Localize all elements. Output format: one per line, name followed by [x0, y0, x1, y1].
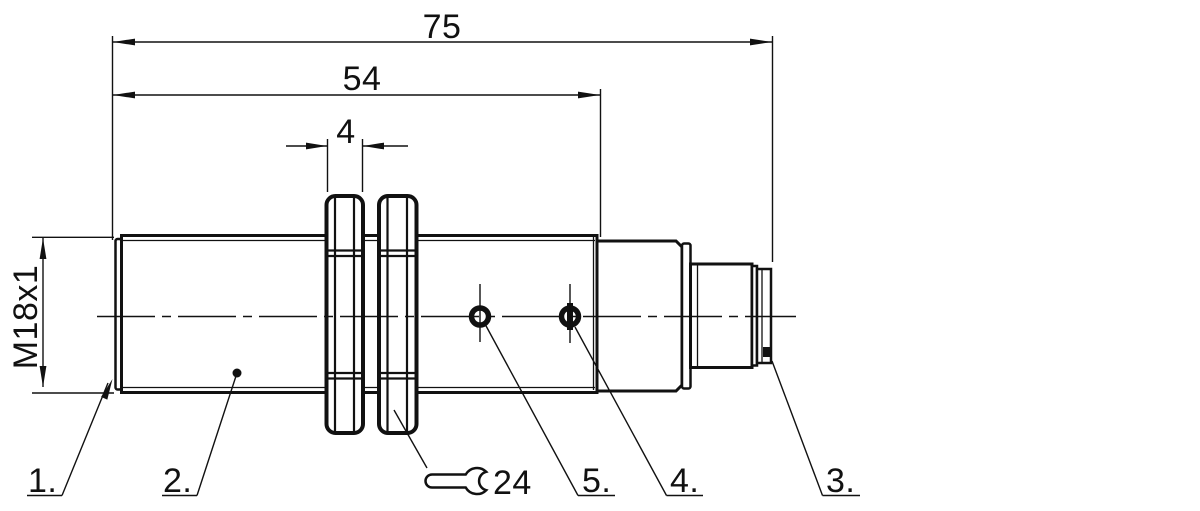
- leader-line-1: [61, 382, 109, 496]
- callout-label-5: 5.: [582, 462, 611, 500]
- leader-line-4: [574, 326, 668, 496]
- lock-nut-2: [377, 194, 419, 435]
- arrowhead-m18-top: [39, 238, 47, 259]
- leader-1-arrowhead: [101, 379, 113, 400]
- wrench-icon: [424, 466, 489, 496]
- callout-label-3: 3.: [826, 462, 855, 500]
- dimension-text-75: 75: [423, 8, 462, 46]
- arrowhead-54-right: [578, 91, 600, 99]
- connector-keyway-notch: [763, 347, 771, 357]
- leader-line-2: [196, 372, 238, 496]
- drawing-text-group: 75 54 4 M18x1 24 1. 2. 5. 4. 3.: [7, 8, 855, 502]
- leader-line-3: [771, 360, 824, 496]
- extension-lines-group: [32, 36, 774, 394]
- lock-nuts-group: [324, 194, 419, 435]
- dimension-lines-group: [39, 38, 772, 387]
- arrowhead-54-left: [113, 91, 135, 99]
- connector-body: [689, 262, 754, 369]
- arrowhead-75-right: [750, 38, 772, 46]
- arrowhead-m18-bottom: [39, 366, 47, 387]
- lock-nut-1: [324, 194, 365, 435]
- sensor-body-group: [114, 234, 773, 394]
- leader-line-wrench: [393, 409, 428, 469]
- callout-leaders-group: [27, 323, 860, 497]
- dimension-text-54: 54: [343, 60, 382, 98]
- callout-label-4: 4.: [670, 462, 699, 500]
- thread-spec-text: M18x1: [7, 265, 45, 370]
- leader-2-dot: [232, 368, 242, 378]
- wrench-size-text: 24: [493, 464, 532, 502]
- callout-label-1: 1.: [28, 462, 57, 500]
- callout-label-2: 2.: [163, 462, 192, 500]
- arrowhead-4-left: [306, 142, 327, 150]
- arrowhead-4-right: [363, 142, 384, 150]
- dimension-text-4: 4: [336, 113, 355, 151]
- arrowhead-75-left: [113, 38, 135, 46]
- leader-line-5: [484, 323, 579, 496]
